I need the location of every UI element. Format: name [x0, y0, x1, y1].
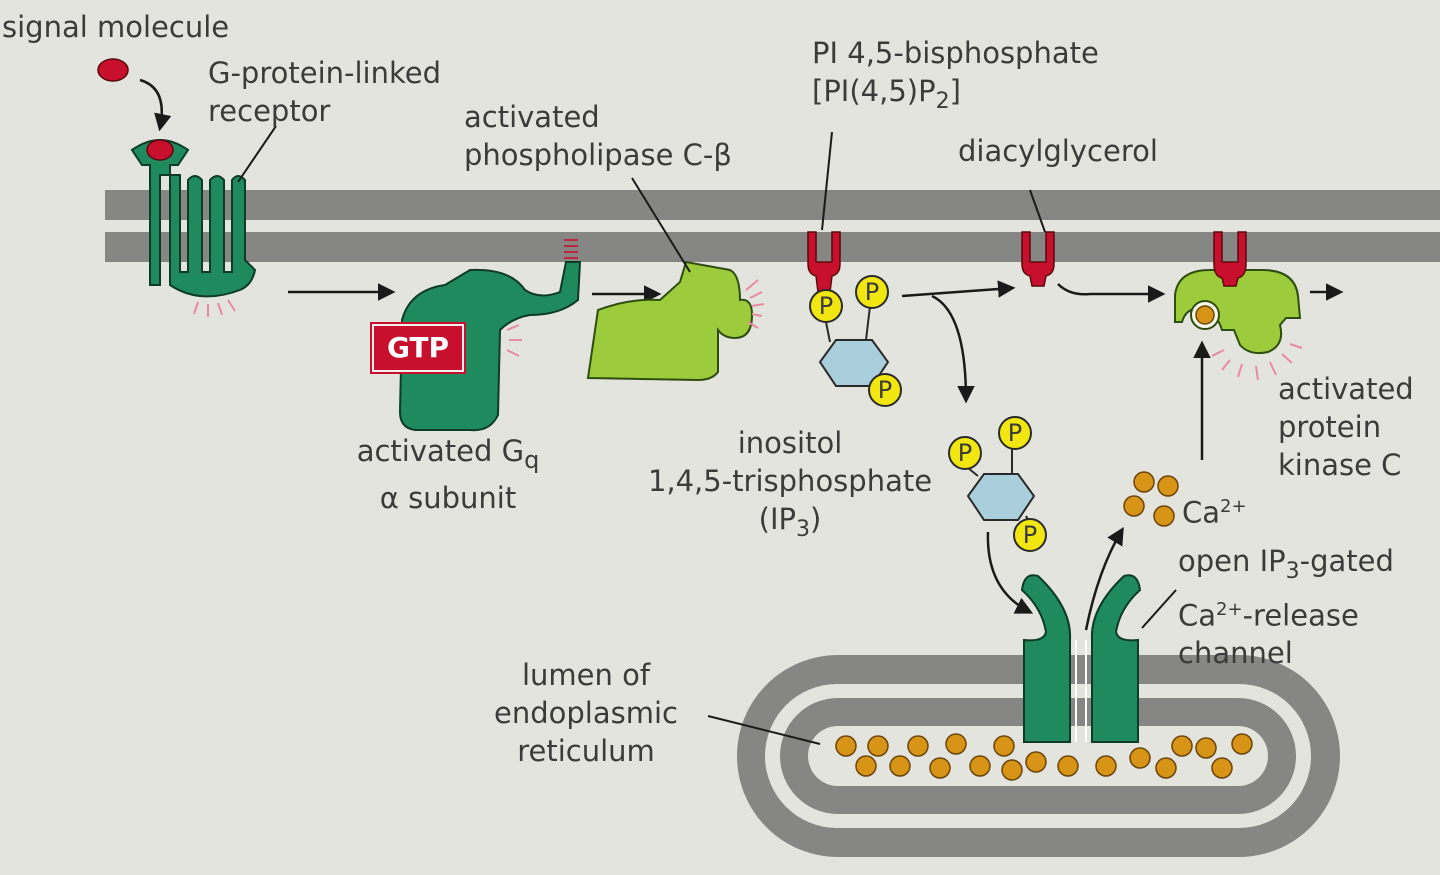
receptor-label: G-protein-linked receptor — [208, 56, 441, 128]
receptor — [130, 139, 257, 317]
gq-label: activated Gq α subunit — [356, 434, 540, 515]
cytosol-calcium-ions — [1123, 471, 1179, 527]
ip3-molecule — [948, 416, 1047, 552]
signal-molecule-label: signal molecule — [2, 10, 230, 44]
pip2-headgroup — [809, 275, 902, 407]
phosphate-label: P — [864, 278, 880, 306]
arrow-to-ip3 — [931, 294, 975, 404]
dag-label: diacylglycerol — [958, 134, 1158, 168]
pip2-label: PI 4,5-bisphosphate [PI(4,5)P2] — [812, 36, 1099, 114]
er-pointer — [707, 715, 821, 745]
ip3-label: inositol 1,4,5-trisphosphate (IP3) — [647, 426, 933, 542]
pip2-lipid — [807, 131, 841, 293]
channel-pointer — [1141, 589, 1177, 629]
gtp-badge: GTP — [370, 322, 466, 374]
plc-pointer — [631, 177, 691, 273]
phosphate-label: P — [1022, 521, 1038, 549]
arrow-dag-to-pkc — [1057, 283, 1166, 303]
phosphate-label: P — [818, 292, 834, 320]
signal-molecule — [97, 58, 172, 132]
phospholipase-c-beta — [586, 260, 765, 382]
pkc-label: activated protein kinase C — [1278, 372, 1414, 482]
phosphate-label: P — [957, 439, 973, 467]
gq-alpha-subunit — [398, 239, 582, 432]
plc-label: activated phospholipase C-β — [464, 100, 732, 172]
protein-kinase-c — [1174, 269, 1303, 381]
arrow-ip3-to-channel — [986, 531, 1034, 614]
er-calcium-ions — [835, 733, 1253, 781]
ip3-gated-channel — [1020, 574, 1142, 743]
dag-lipid — [1021, 189, 1055, 287]
arrow-ca-release — [1084, 526, 1124, 631]
phosphate-label: P — [1007, 419, 1023, 447]
calcium-label: Ca2+ — [1182, 495, 1247, 530]
er-lumen-label: lumen of endoplasmic reticulum — [494, 658, 678, 768]
arrow-to-dag — [901, 280, 1016, 298]
phosphate-label: P — [877, 376, 893, 404]
receptor-pointer — [237, 125, 277, 183]
channel-label: open IP3-gated Ca2+-release channel — [1178, 544, 1394, 671]
pkc-dag-lipid — [1213, 231, 1247, 287]
